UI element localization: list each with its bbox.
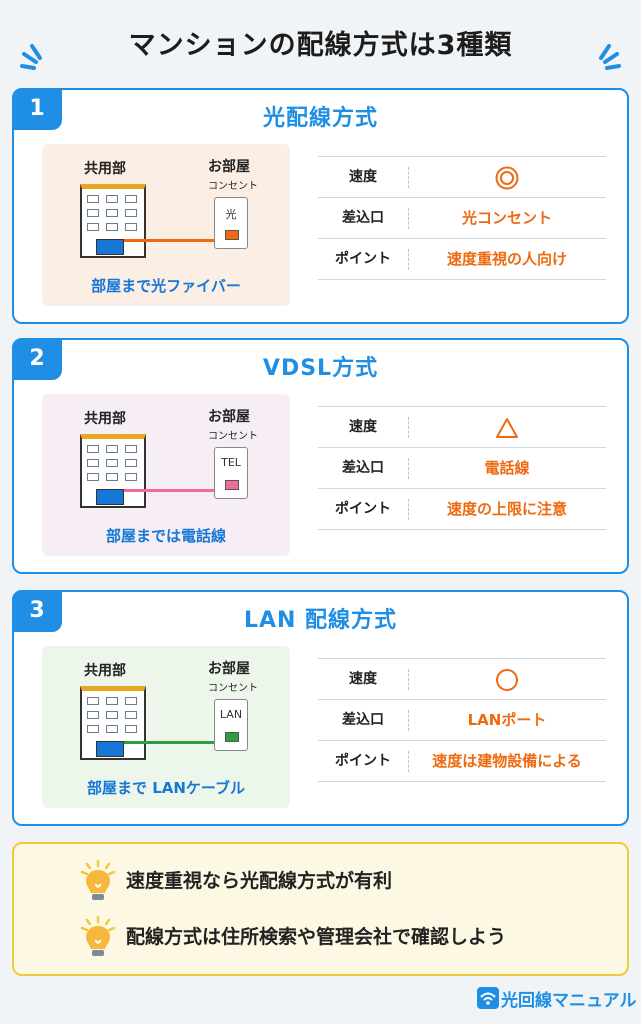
- spec-key: 差込口: [342, 712, 384, 728]
- port-icon: [225, 732, 239, 742]
- spec-row: 差込口 電話線: [318, 448, 606, 489]
- spec-value: 速度は建物設備による: [432, 752, 582, 770]
- speed-rating-double-circle-icon: [408, 157, 606, 198]
- title-area: マンションの配線方式は3種類: [0, 18, 641, 74]
- spec-table: 速度差込口 光コンセントポイント 速度重視の人向け: [318, 156, 606, 280]
- spec-table: 速度差込口 LANポートポイント 速度は建物設備による: [318, 658, 606, 782]
- spec-value: 速度重視の人向け: [446, 250, 567, 268]
- spec-row: 差込口 光コンセント: [318, 198, 606, 239]
- method-title: VDSL方式: [262, 356, 379, 381]
- wall-outlet-icon: 光: [214, 197, 248, 249]
- method-title: LAN 配線方式: [243, 608, 398, 633]
- diagram-caption: 部屋まで光ファイバー: [91, 277, 241, 295]
- spec-row: 差込口 LANポート: [318, 700, 606, 741]
- building-icon: [80, 434, 146, 508]
- port-type-label: LAN: [219, 708, 243, 721]
- tip-text: 配線方式は住所検索や管理会社で確認しよう: [126, 926, 507, 948]
- spec-key: ポイント: [335, 251, 391, 267]
- wall-outlet-icon: LAN: [214, 699, 248, 751]
- spec-key: 速度: [349, 419, 377, 435]
- spec-value: 速度の上限に注意: [446, 500, 567, 518]
- spec-key: 速度: [349, 169, 377, 185]
- spec-key: 差込口: [342, 460, 384, 476]
- spec-value: LANポート: [467, 711, 547, 729]
- wiring-diagram: 共用部 お部屋 コンセント 光 部屋まで光ファイバー: [42, 144, 290, 306]
- shared-equipment-icon: [96, 489, 124, 505]
- spec-row: 速度: [318, 659, 606, 700]
- spec-table: 速度差込口 電話線ポイント 速度の上限に注意: [318, 406, 606, 530]
- building-icon: [80, 686, 146, 760]
- sparkle-left-icon: [20, 44, 42, 70]
- cable-line: [124, 239, 220, 242]
- sparkle-right-icon: [599, 44, 621, 70]
- spec-value: 光コンセント: [461, 209, 552, 227]
- lightbulb-icon: [80, 860, 116, 900]
- method-card: 1 光配線方式 共用部 お部屋 コンセント 光 部: [12, 88, 629, 324]
- tips-box: 速度重視なら光配線方式が有利 配線方式は住所検索や管理会社で確認しよう: [12, 842, 629, 976]
- tip-text: 速度重視なら光配線方式が有利: [126, 870, 393, 892]
- shared-area-label: 共用部: [84, 161, 126, 177]
- wifi-icon: [477, 987, 499, 1009]
- spec-key: 差込口: [342, 210, 384, 226]
- outlet-label: コンセント: [208, 431, 258, 442]
- port-type-label: TEL: [221, 456, 241, 469]
- spec-row: 速度: [318, 157, 606, 198]
- method-card: 2 VDSL方式 共用部 お部屋 コンセント TEL: [12, 338, 629, 574]
- shared-equipment-icon: [96, 239, 124, 255]
- room-label: お部屋: [208, 409, 250, 425]
- shared-area-label: 共用部: [84, 663, 126, 679]
- method-number-badge: 1: [12, 88, 62, 130]
- wiring-diagram: 共用部 お部屋 コンセント TEL 部屋までは電話線: [42, 394, 290, 556]
- port-icon: [225, 480, 239, 490]
- spec-row: ポイント 速度の上限に注意: [318, 489, 606, 530]
- page-title: マンションの配線方式は3種類: [128, 30, 513, 61]
- outlet-label: コンセント: [208, 181, 258, 192]
- method-number-badge: 3: [12, 590, 62, 632]
- port-icon: [225, 230, 239, 240]
- spec-row: ポイント 速度は建物設備による: [318, 741, 606, 782]
- cable-line: [124, 741, 220, 744]
- spec-key: ポイント: [335, 501, 391, 517]
- cable-line: [124, 489, 220, 492]
- room-label: お部屋: [208, 661, 250, 677]
- spec-value: 電話線: [484, 459, 530, 477]
- spec-row: 速度: [318, 407, 606, 448]
- brand-logo: 光回線マニュアル: [477, 984, 637, 1012]
- tip-item: 配線方式は住所検索や管理会社で確認しよう: [14, 916, 627, 956]
- building-icon: [80, 184, 146, 258]
- method-title: 光配線方式: [262, 106, 378, 131]
- spec-key: 速度: [349, 671, 377, 687]
- spec-key: ポイント: [335, 753, 391, 769]
- speed-rating-triangle-icon: [408, 407, 606, 448]
- outlet-label: コンセント: [208, 683, 258, 694]
- port-type-label: 光: [225, 208, 237, 221]
- method-number-badge: 2: [12, 338, 62, 380]
- wiring-diagram: 共用部 お部屋 コンセント LAN 部屋まで LANケーブル: [42, 646, 290, 808]
- room-label: お部屋: [208, 159, 250, 175]
- diagram-caption: 部屋まで LANケーブル: [86, 779, 246, 797]
- speed-rating-circle-icon: [408, 659, 606, 700]
- shared-area-label: 共用部: [84, 411, 126, 427]
- logo-text: 光回線マニュアル: [501, 991, 637, 1011]
- diagram-caption: 部屋までは電話線: [105, 527, 226, 545]
- lightbulb-icon: [80, 916, 116, 956]
- spec-row: ポイント 速度重視の人向け: [318, 239, 606, 280]
- method-card: 3 LAN 配線方式 共用部 お部屋 コンセント LAN: [12, 590, 629, 826]
- shared-equipment-icon: [96, 741, 124, 757]
- tip-item: 速度重視なら光配線方式が有利: [14, 860, 627, 900]
- wall-outlet-icon: TEL: [214, 447, 248, 499]
